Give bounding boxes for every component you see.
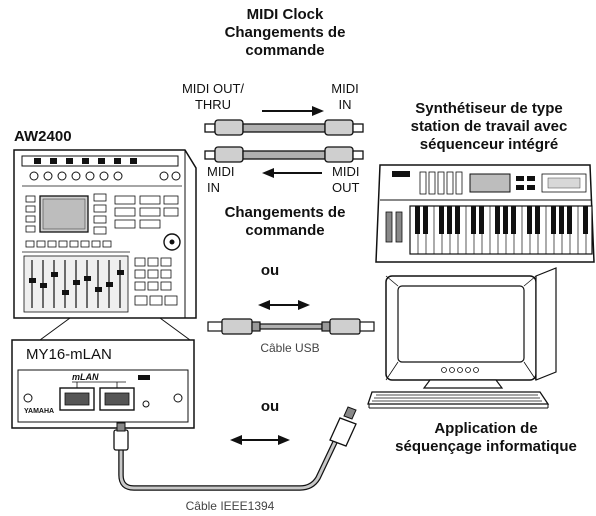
- synth-label-line2: station de travail avec: [410, 118, 568, 135]
- double-arrow-ieee-icon: [230, 435, 290, 445]
- usb-cable-label: Câble USB: [260, 341, 320, 355]
- mlan-logo: mLAN: [72, 372, 99, 382]
- app-label-line2: séquençage informatique: [395, 438, 577, 455]
- midi-in-top-label-line2: IN: [338, 97, 352, 112]
- synth-label-line3: séquenceur intégré: [419, 136, 559, 153]
- my16-mlan-label: MY16-mLAN: [26, 346, 112, 363]
- midi-cable-in-to-out: [204, 146, 364, 163]
- midi-cable-out-to-in: [204, 119, 364, 136]
- midi-in-bottom-label-line2: IN: [207, 180, 220, 195]
- app-label-line1: Application de: [434, 420, 538, 437]
- synth-label-line1: Synthétiseur de type: [415, 100, 563, 117]
- ieee1394-cable: [113, 406, 357, 491]
- computer-keyboard: [367, 391, 550, 409]
- midi-out-thru-label-line1: MIDI OUT/: [181, 81, 245, 96]
- double-arrow-usb-icon: [258, 300, 310, 310]
- computer-monitor: [385, 267, 557, 389]
- card-slot-lines: [39, 317, 191, 341]
- usb-cable: [207, 318, 375, 335]
- control-change-bottom-line1: Changements de: [224, 204, 346, 221]
- my16-mlan-card: [11, 339, 195, 429]
- arrow-left-icon: [262, 168, 322, 178]
- midi-in-bottom-label-line1: MIDI: [207, 164, 235, 179]
- midi-clock-label: MIDI Clock: [246, 6, 324, 23]
- ieee1394-cable-label: Câble IEEE1394: [185, 499, 275, 513]
- midi-out-bottom-label-line2: OUT: [332, 180, 360, 195]
- midi-out-thru-label-line2: THRU: [194, 97, 232, 112]
- control-change-top-line2: commande: [245, 42, 325, 59]
- aw2400-label: AW2400: [14, 128, 72, 145]
- yamaha-brand-mark: YAMAHA: [24, 408, 55, 415]
- control-change-top-line1: Changements de: [224, 24, 346, 41]
- or-label-1: ou: [260, 262, 280, 279]
- midi-out-bottom-label-line1: MIDI: [332, 164, 360, 179]
- workstation-synthesizer: [375, 164, 595, 263]
- control-change-bottom-line2: commande: [245, 222, 325, 239]
- or-label-2: ou: [260, 398, 280, 415]
- midi-in-top-label-line1: MIDI: [331, 81, 359, 96]
- aw2400-recorder-device: [13, 149, 197, 319]
- arrow-right-icon: [262, 106, 324, 116]
